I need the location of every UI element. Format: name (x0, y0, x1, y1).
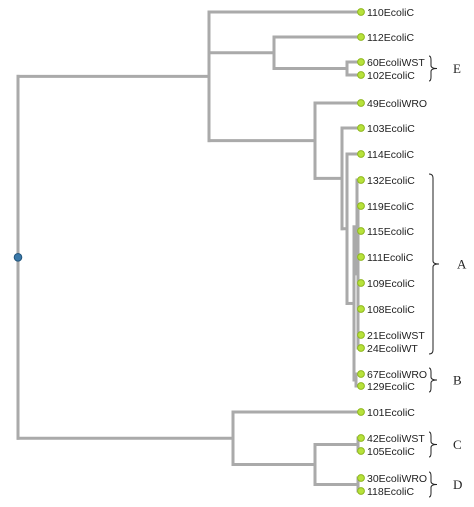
dendrogram-nodes (13, 8, 365, 495)
group-label-a: A (457, 257, 467, 272)
brace-group-d (428, 471, 438, 498)
leaf-node-10[interactable] (357, 253, 365, 261)
leaf-label-12: 108EcoliC (367, 304, 415, 316)
leaf-label-18: 42EcoliWST (367, 433, 425, 445)
leaf-node-14[interactable] (357, 344, 365, 352)
dendrogram-branches (16, 10, 363, 493)
leaf-node-7[interactable] (357, 176, 365, 184)
leaf-node-21[interactable] (357, 487, 365, 495)
leaf-label-11: 109EcoliC (367, 278, 415, 290)
leaf-node-8[interactable] (357, 202, 365, 210)
leaf-node-3[interactable] (357, 71, 365, 79)
leaf-label-7: 132EcoliC (367, 175, 415, 187)
leaf-node-12[interactable] (357, 305, 365, 313)
leaf-label-13: 21EcoliWST (367, 330, 425, 342)
leaf-label-16: 129EcoliC (367, 381, 415, 393)
leaf-node-16[interactable] (357, 382, 365, 390)
group-label-b: B (453, 373, 462, 388)
leaf-node-6[interactable] (357, 150, 365, 158)
group-braces: E A B C D (428, 55, 467, 498)
leaf-label-21: 118EcoliC (367, 486, 414, 498)
brace-group-b (428, 367, 438, 393)
leaf-node-11[interactable] (357, 279, 365, 287)
leaf-node-20[interactable] (357, 474, 365, 482)
group-label-d: D (453, 477, 462, 492)
leaf-node-15[interactable] (357, 370, 365, 378)
leaf-label-20: 30EcoliWRO (367, 473, 427, 485)
leaf-label-10: 111EcoliC (367, 252, 414, 264)
leaf-label-1: 112EcoliC (367, 32, 414, 44)
leaf-node-2[interactable] (357, 58, 365, 66)
leaf-label-5: 103EcoliC (367, 123, 415, 135)
leaf-node-13[interactable] (357, 331, 365, 339)
leaf-label-8: 119EcoliC (367, 201, 414, 213)
leaf-node-5[interactable] (357, 124, 365, 132)
leaf-label-3: 102EcoliC (367, 70, 415, 82)
leaf-label-19: 105EcoliC (367, 446, 415, 458)
leaf-label-14: 24EcoliWT (367, 343, 418, 355)
root-node[interactable] (13, 252, 23, 262)
leaf-label-0: 110EcoliC (367, 7, 414, 19)
leaf-label-6: 114EcoliC (367, 149, 414, 161)
leaf-label-9: 115EcoliC (367, 226, 414, 238)
brace-group-e (428, 55, 438, 82)
leaf-node-4[interactable] (357, 99, 365, 107)
leaf-label-17: 101EcoliC (367, 407, 415, 419)
leaf-node-0[interactable] (357, 8, 365, 16)
leaf-label-2: 60EcoliWST (367, 57, 425, 69)
brace-group-c (428, 431, 438, 458)
leaf-node-18[interactable] (357, 434, 365, 442)
group-label-e: E (453, 61, 461, 76)
group-label-c: C (453, 437, 462, 452)
leaf-label-15: 67EcoliWRO (367, 369, 427, 381)
leaf-node-9[interactable] (357, 227, 365, 235)
leaf-node-17[interactable] (357, 408, 365, 416)
brace-group-a (428, 173, 440, 355)
leaf-node-19[interactable] (357, 447, 365, 455)
leaf-label-4: 49EcoliWRO (367, 98, 427, 110)
leaf-node-1[interactable] (357, 33, 365, 41)
